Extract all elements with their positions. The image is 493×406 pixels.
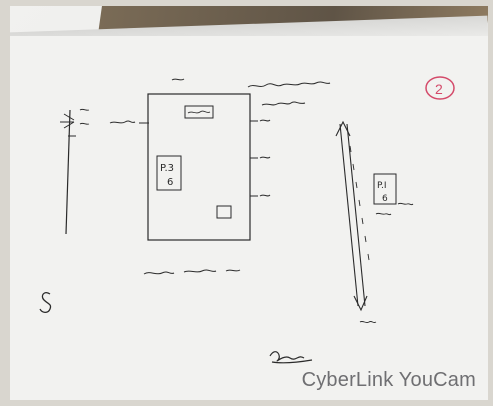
header-scribble: [171, 78, 185, 81]
right-arrow-head-bottom: [353, 295, 368, 312]
left-top-text: [79, 108, 90, 125]
s-mark: [39, 292, 52, 314]
left-vertical-line: [65, 109, 71, 235]
box-left-label-a: P.3: [160, 163, 174, 174]
paper-sheet: [10, 36, 488, 400]
signature: [269, 351, 313, 364]
right-label-1: [259, 119, 271, 122]
main-rectangle: [147, 93, 251, 241]
watermark-text: CyberLink YouCam: [301, 369, 476, 391]
caption-scribble: [143, 269, 241, 275]
box-right: [373, 173, 397, 205]
box-right-side-text: [397, 202, 414, 206]
small-box-top-text: [187, 110, 211, 114]
right-arrow-line-a: [339, 123, 359, 307]
header-scribble: [247, 81, 331, 88]
right-label-3: [259, 194, 271, 197]
right-dashes: [349, 145, 370, 261]
box-left: [156, 155, 182, 191]
small-box-top: [184, 105, 214, 119]
box-right-label-a: P.I: [377, 181, 387, 191]
box-right-under-text: [375, 212, 392, 216]
right-arrow-head-top: [335, 120, 351, 137]
right-bottom-text: [359, 320, 377, 324]
camera-photo: 2 P.3 6: [10, 6, 488, 400]
header-scribble: [261, 101, 306, 106]
handwritten-sketch: 2 P.3 6: [39, 76, 455, 364]
page-number-circle: [425, 76, 455, 100]
left-top-marks: [60, 113, 76, 137]
box-right-label-b: 6: [382, 194, 388, 204]
right-label-2: [259, 156, 271, 159]
box-bottom-right: [216, 205, 232, 219]
left-label-scribble: [109, 120, 136, 124]
box-left-label-b: 6: [167, 177, 173, 188]
page-number: 2: [435, 81, 443, 97]
right-arrow-line-b: [346, 123, 366, 307]
